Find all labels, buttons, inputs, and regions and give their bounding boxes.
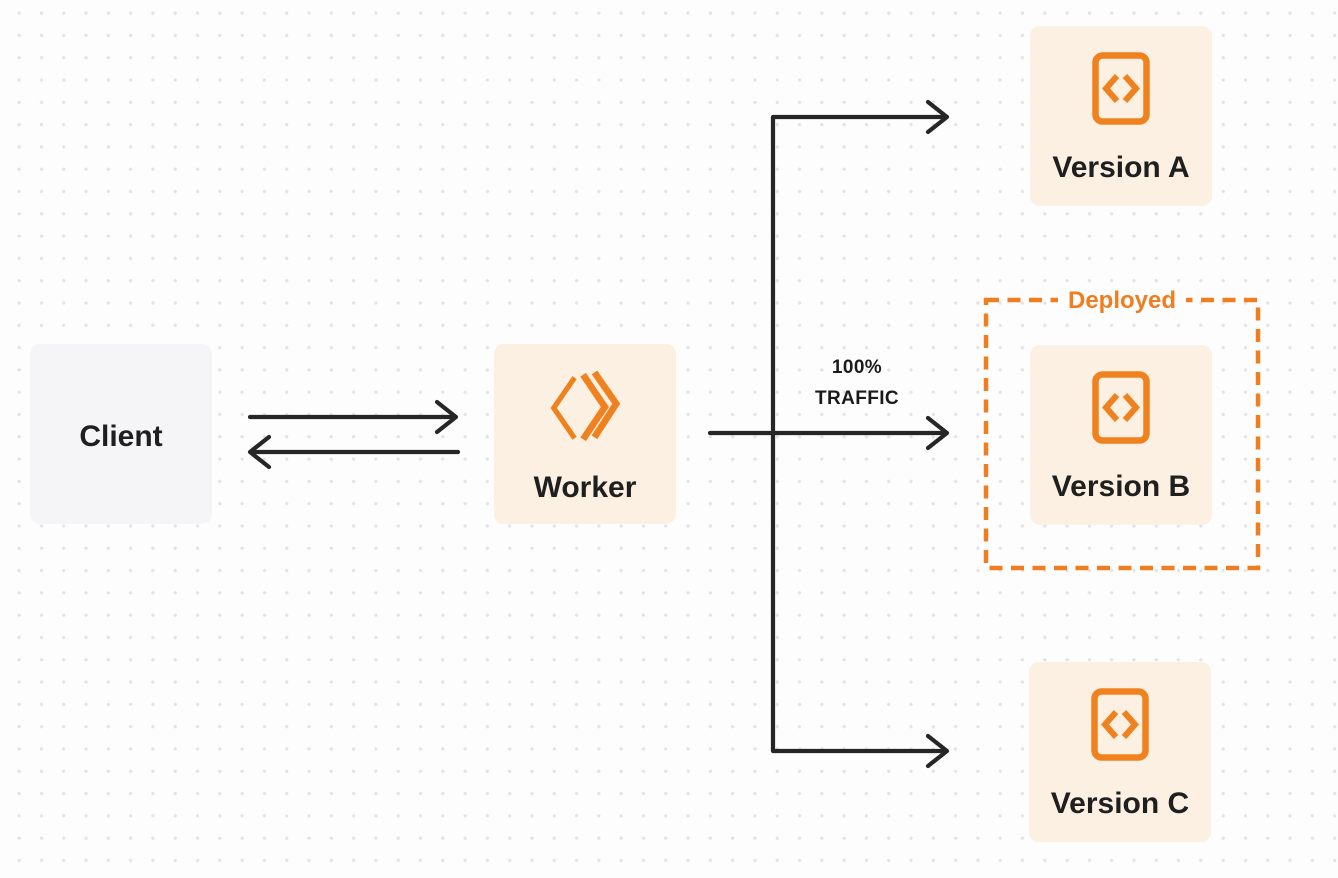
- node-version-c: Version C: [1029, 662, 1211, 842]
- node-label: Version B: [1051, 470, 1191, 503]
- node-label: Version C: [1050, 787, 1190, 820]
- worker-to-client-arrow: [247, 434, 461, 470]
- code-file-icon: [1092, 52, 1150, 125]
- traffic-label: 100% TRAFFIC: [787, 352, 927, 414]
- worker-stem-line: [707, 415, 950, 451]
- node-worker: Worker: [494, 344, 676, 524]
- deployed-label: Deployed: [986, 286, 1258, 318]
- branch-split-lines: [770, 99, 950, 769]
- traffic-word: TRAFFIC: [814, 388, 900, 409]
- node-label: Client: [79, 419, 163, 453]
- node-client: Client: [30, 344, 212, 524]
- branch-arrowhead-version-c: [925, 733, 950, 769]
- branch-vertical-line: [770, 114, 949, 754]
- branch-arrowhead-version-a: [925, 99, 950, 135]
- node-version-a: Version A: [1030, 26, 1212, 206]
- traffic-percent: 100%: [831, 357, 883, 378]
- workers-icon: [549, 369, 621, 445]
- node-version-b: Version B: [1030, 345, 1212, 525]
- code-file-icon: [1092, 371, 1150, 444]
- node-label: Worker: [533, 470, 637, 504]
- node-label: Version A: [1052, 151, 1190, 184]
- code-file-icon: [1091, 688, 1149, 761]
- client-to-worker-arrow: [247, 399, 459, 435]
